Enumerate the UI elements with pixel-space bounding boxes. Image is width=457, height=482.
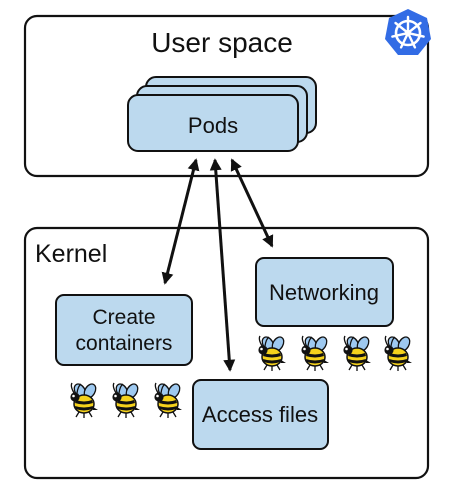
create-containers-label-line2: containers	[76, 332, 173, 355]
access-files-box	[192, 379, 329, 450]
user-space-title: User space	[151, 27, 293, 58]
arrow-pods-create-containers	[161, 158, 200, 285]
networking-box	[255, 257, 394, 327]
pods-label: Pods	[188, 113, 238, 138]
kubernetes-logo-icon	[385, 9, 431, 55]
pods-stack: Pods	[127, 76, 317, 152]
networking-label: Networking	[269, 280, 379, 305]
create-containers-box	[55, 294, 193, 366]
arrow-pods-networking	[230, 158, 274, 248]
pod-card-front	[127, 94, 299, 152]
access-files-label: Access files	[202, 402, 318, 427]
arrow-pods-access-files	[209, 158, 236, 372]
create-containers-label-line1: Create	[92, 306, 155, 329]
kernel-title: Kernel	[35, 240, 107, 268]
